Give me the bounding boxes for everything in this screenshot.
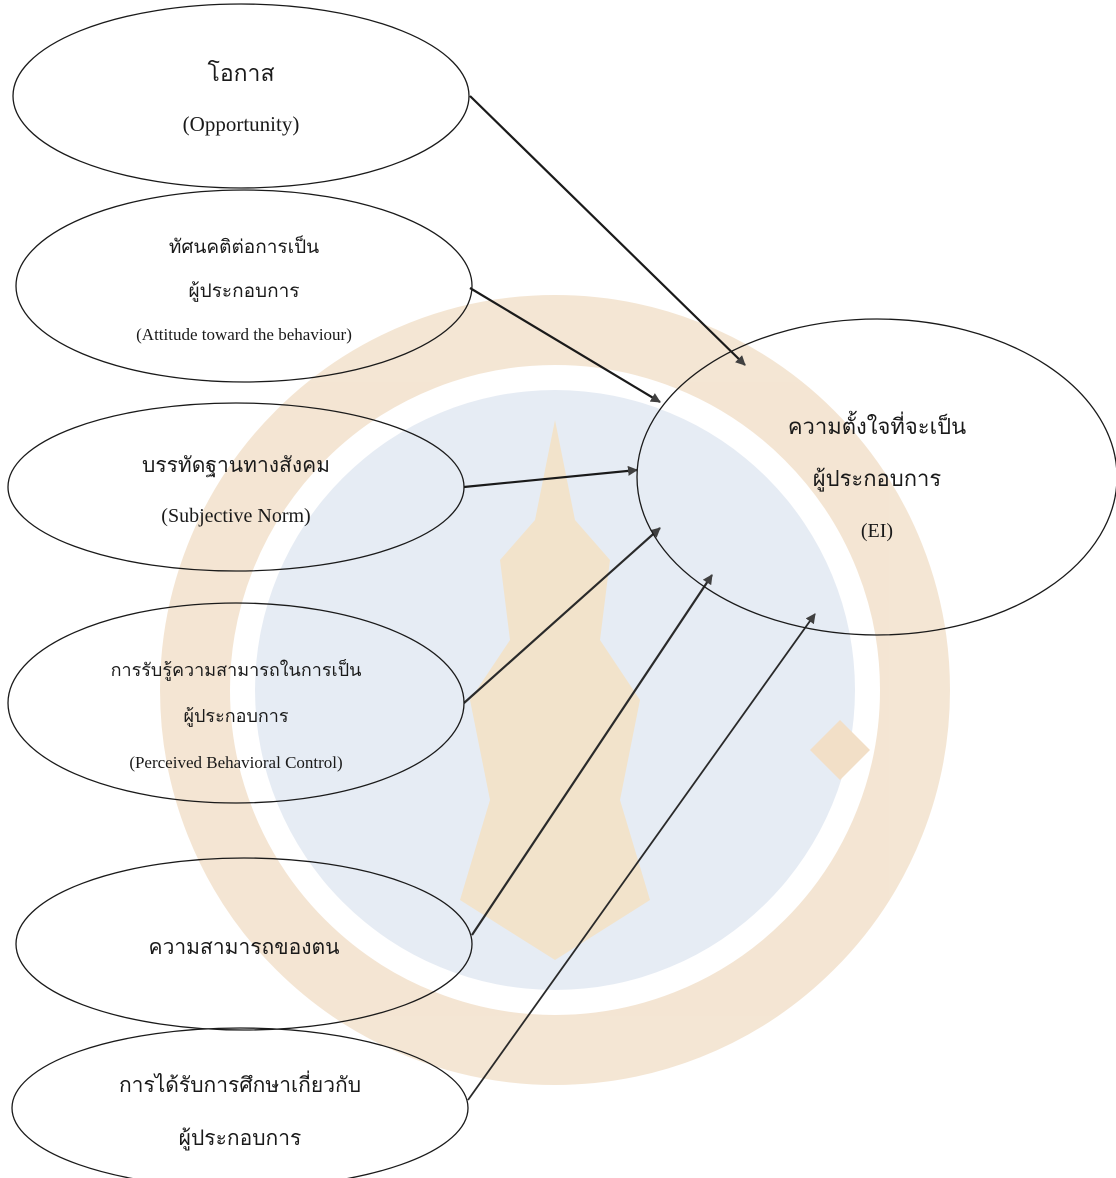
node-attitude: [15, 189, 473, 383]
node-self-efficacy: [15, 857, 473, 1031]
watermark-seal: [160, 295, 950, 1085]
labels: โอกาส (Opportunity) ทัศนคติต่อการเป็น ผู…: [111, 60, 967, 1151]
node-norm: [7, 402, 465, 572]
ei-label-th1: ความตั้งใจที่จะเป็น: [788, 411, 966, 440]
attitude-label-en: (Attitude toward the behaviour): [136, 325, 352, 344]
pbc-label-th1: การรับรู้ความสามารถในการเป็น: [111, 658, 362, 681]
nodes: [7, 3, 1116, 1178]
opportunity-label-th: โอกาส: [207, 60, 274, 87]
norm-label-en: (Subjective Norm): [161, 505, 310, 527]
pbc-label-en: (Perceived Behavioral Control): [129, 753, 342, 772]
pbc-label-th2: ผู้ประกอบการ: [183, 706, 288, 727]
edge-self-efficacy-ei: [471, 574, 713, 936]
self-efficacy-label-th: ความสามารถของตน: [149, 935, 340, 959]
node-ei: [636, 318, 1116, 636]
edge-norm-ei: [463, 465, 638, 489]
norm-label-th: บรรทัดฐานทางสังคม: [142, 453, 330, 477]
ei-label-th2: ผู้ประกอบการ: [813, 467, 942, 492]
edge-attitude-ei: [469, 287, 661, 403]
attitude-label-th1: ทัศนคติต่อการเป็น: [169, 234, 319, 258]
node-pbc: [7, 602, 465, 804]
edges: [463, 95, 816, 1101]
node-education: [11, 1027, 469, 1178]
edge-pbc-ei: [463, 527, 661, 704]
edge-education-ei: [467, 613, 816, 1101]
ei-label-en: (EI): [861, 520, 893, 542]
attitude-label-th2: ผู้ประกอบการ: [189, 280, 300, 302]
node-opportunity: [12, 3, 470, 189]
edge-opportunity-ei: [469, 95, 746, 366]
education-label-th1: การได้รับการศึกษาเกี่ยวกับ: [119, 1070, 361, 1097]
education-label-th2: ผู้ประกอบการ: [179, 1126, 302, 1151]
opportunity-label-en: (Opportunity): [183, 112, 300, 136]
